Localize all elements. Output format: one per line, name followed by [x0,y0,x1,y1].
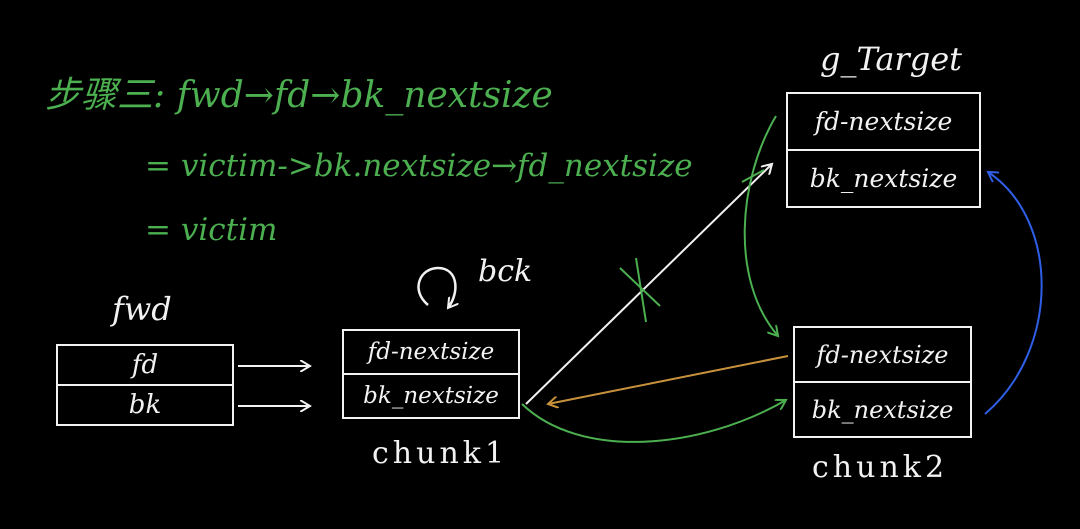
chunk1-fd-nextsize-field: fd-nextsize [367,339,495,365]
chunk2-fd-nextsize-field: fd-nextsize [816,340,949,369]
chunk1-to-chunk2-arrow [521,400,786,443]
chunk1-box: fd-nextsize bk_nextsize [342,329,520,419]
fwd-bk-field: bk [58,384,232,424]
note-to-target-arrow [741,169,765,183]
bck-loop-arrow [417,266,456,308]
fwd-chunk-box: fd bk [56,344,234,426]
target-box: fd-nextsize bk_nextsize [786,92,981,208]
cross-mark-b [635,257,647,323]
chunk1-to-target-arrow [525,164,772,405]
chunk1-bk-nextsize-field: bk_nextsize [344,373,518,417]
target-to-chunk2-arrow [743,115,778,336]
bck-label: bck [478,254,533,289]
fwd-fd-field: fd [131,350,159,380]
chunk2-box: fd-nextsize bk_nextsize [793,326,972,438]
target-fd-nextsize-field: fd-nextsize [814,107,953,136]
step-title: 步骤三: fwd→fd→bk_nextsize [45,75,553,116]
step-line-2: = victim->bk.nextsize→fd_nextsize [145,148,693,184]
chunk1-label: chunk1 [372,436,509,471]
step-line-3: = victim [145,212,278,248]
target-bk-nextsize-field: bk_nextsize [788,149,979,206]
target-label: g_Target [820,40,962,78]
fwd-label: fwd [112,290,172,328]
chunk2-to-target-arrow [984,172,1043,415]
chunk2-to-chunk1-arrow [548,355,789,404]
chunk2-label: chunk2 [812,450,949,485]
chunk2-bk-nextsize-field: bk_nextsize [795,381,970,436]
